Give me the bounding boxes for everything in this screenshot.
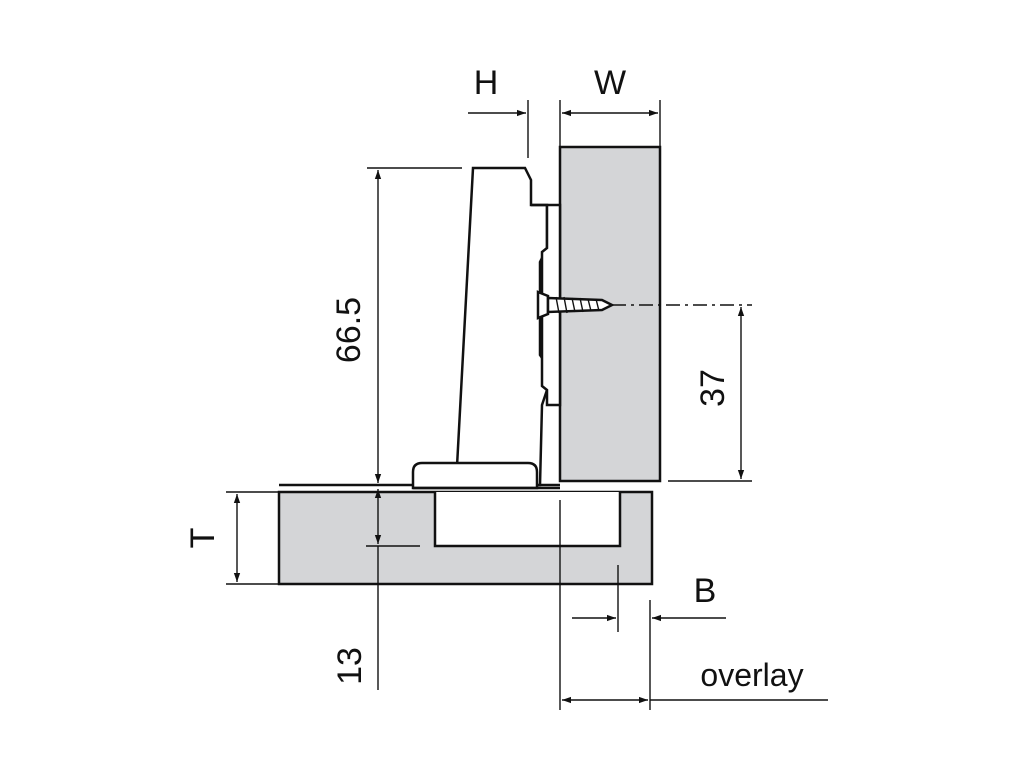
hinge-boss	[411, 461, 539, 490]
hinge-cup-recess	[433, 492, 622, 548]
dim-13-label: 13	[331, 647, 369, 685]
screw	[536, 290, 615, 320]
b-label: B	[694, 572, 717, 610]
h-label: H	[474, 64, 499, 102]
hinge-arm	[454, 166, 549, 487]
cabinet-side-panel	[558, 145, 662, 483]
w-label: W	[594, 64, 626, 102]
dim-66-5-label: 66.5	[330, 297, 368, 363]
t-label: T	[184, 528, 222, 549]
overlay-label: overlay	[700, 657, 803, 693]
dim-37-label: 37	[694, 369, 732, 407]
